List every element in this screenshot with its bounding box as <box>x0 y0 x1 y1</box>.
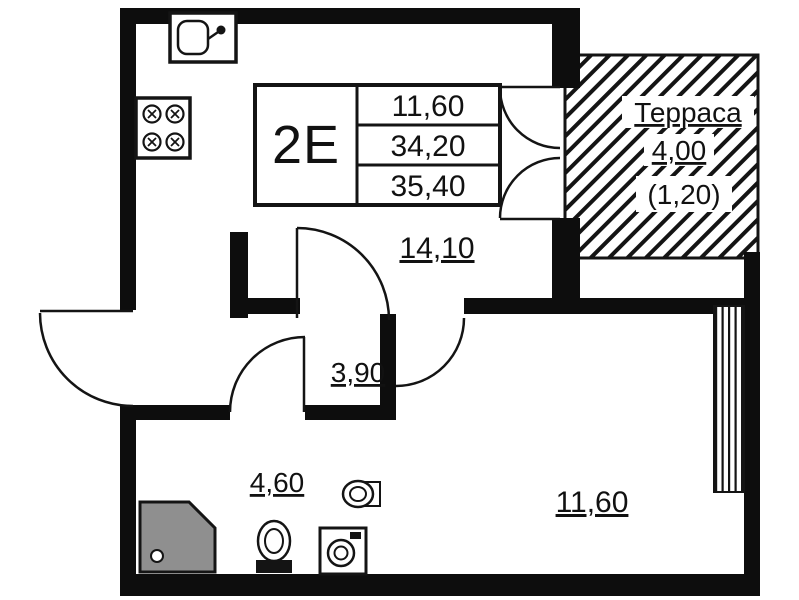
terrace-labels: Терраса 4,00 (1,20) <box>622 96 754 212</box>
wall-room-top <box>464 298 760 314</box>
unit-area-total-row: 11,60 <box>392 90 465 123</box>
room-area-label: 11,60 <box>556 486 629 519</box>
entry-door-arc <box>38 312 134 408</box>
wall-bath-left <box>120 405 230 420</box>
wall-left-upper <box>120 8 136 310</box>
walls <box>120 8 760 596</box>
living-kitchen-area-label: 14,10 <box>399 232 474 265</box>
wall-bath-right <box>305 405 396 420</box>
wall-left-lower <box>120 406 136 596</box>
unit-info-box: 2E 11,60 34,20 35,40 <box>253 83 502 207</box>
shower-icon <box>138 500 217 574</box>
washing-machine-icon <box>318 526 368 576</box>
unit-area-row: 34,20 <box>390 130 465 163</box>
terrace-label-backdrop <box>636 176 732 212</box>
wall-terrace-bottom <box>552 218 580 304</box>
unit-area-row: 35,40 <box>390 170 465 203</box>
wall-hall-top-left <box>248 298 300 314</box>
unit-type-label: 2E <box>272 115 340 175</box>
wardrobe-stripes <box>713 305 745 493</box>
stove-icon <box>134 96 192 160</box>
kitchen-sink-icon <box>168 11 238 64</box>
terrace-reduced-area-label: (1,20) <box>647 179 720 210</box>
wall-right <box>744 252 760 582</box>
room-door-arc <box>395 317 466 388</box>
washbasin-icon <box>341 479 381 509</box>
hall-area-label: 3,90 <box>331 357 386 388</box>
wall-bottom <box>120 574 760 596</box>
terrace-title: Терраса <box>634 97 742 128</box>
terrace-label-backdrop <box>622 96 754 128</box>
toilet-icon <box>256 519 292 573</box>
bathroom-door-arc <box>228 335 306 413</box>
hall-door-arc <box>296 226 391 321</box>
terrace-area-label: 4,00 <box>652 135 707 166</box>
wall-terrace-top <box>552 8 580 88</box>
wall-hall-room <box>380 314 396 420</box>
terrace-label-backdrop <box>644 134 714 166</box>
bathroom-area-label: 4,60 <box>250 467 305 498</box>
wall-stub <box>230 232 248 318</box>
